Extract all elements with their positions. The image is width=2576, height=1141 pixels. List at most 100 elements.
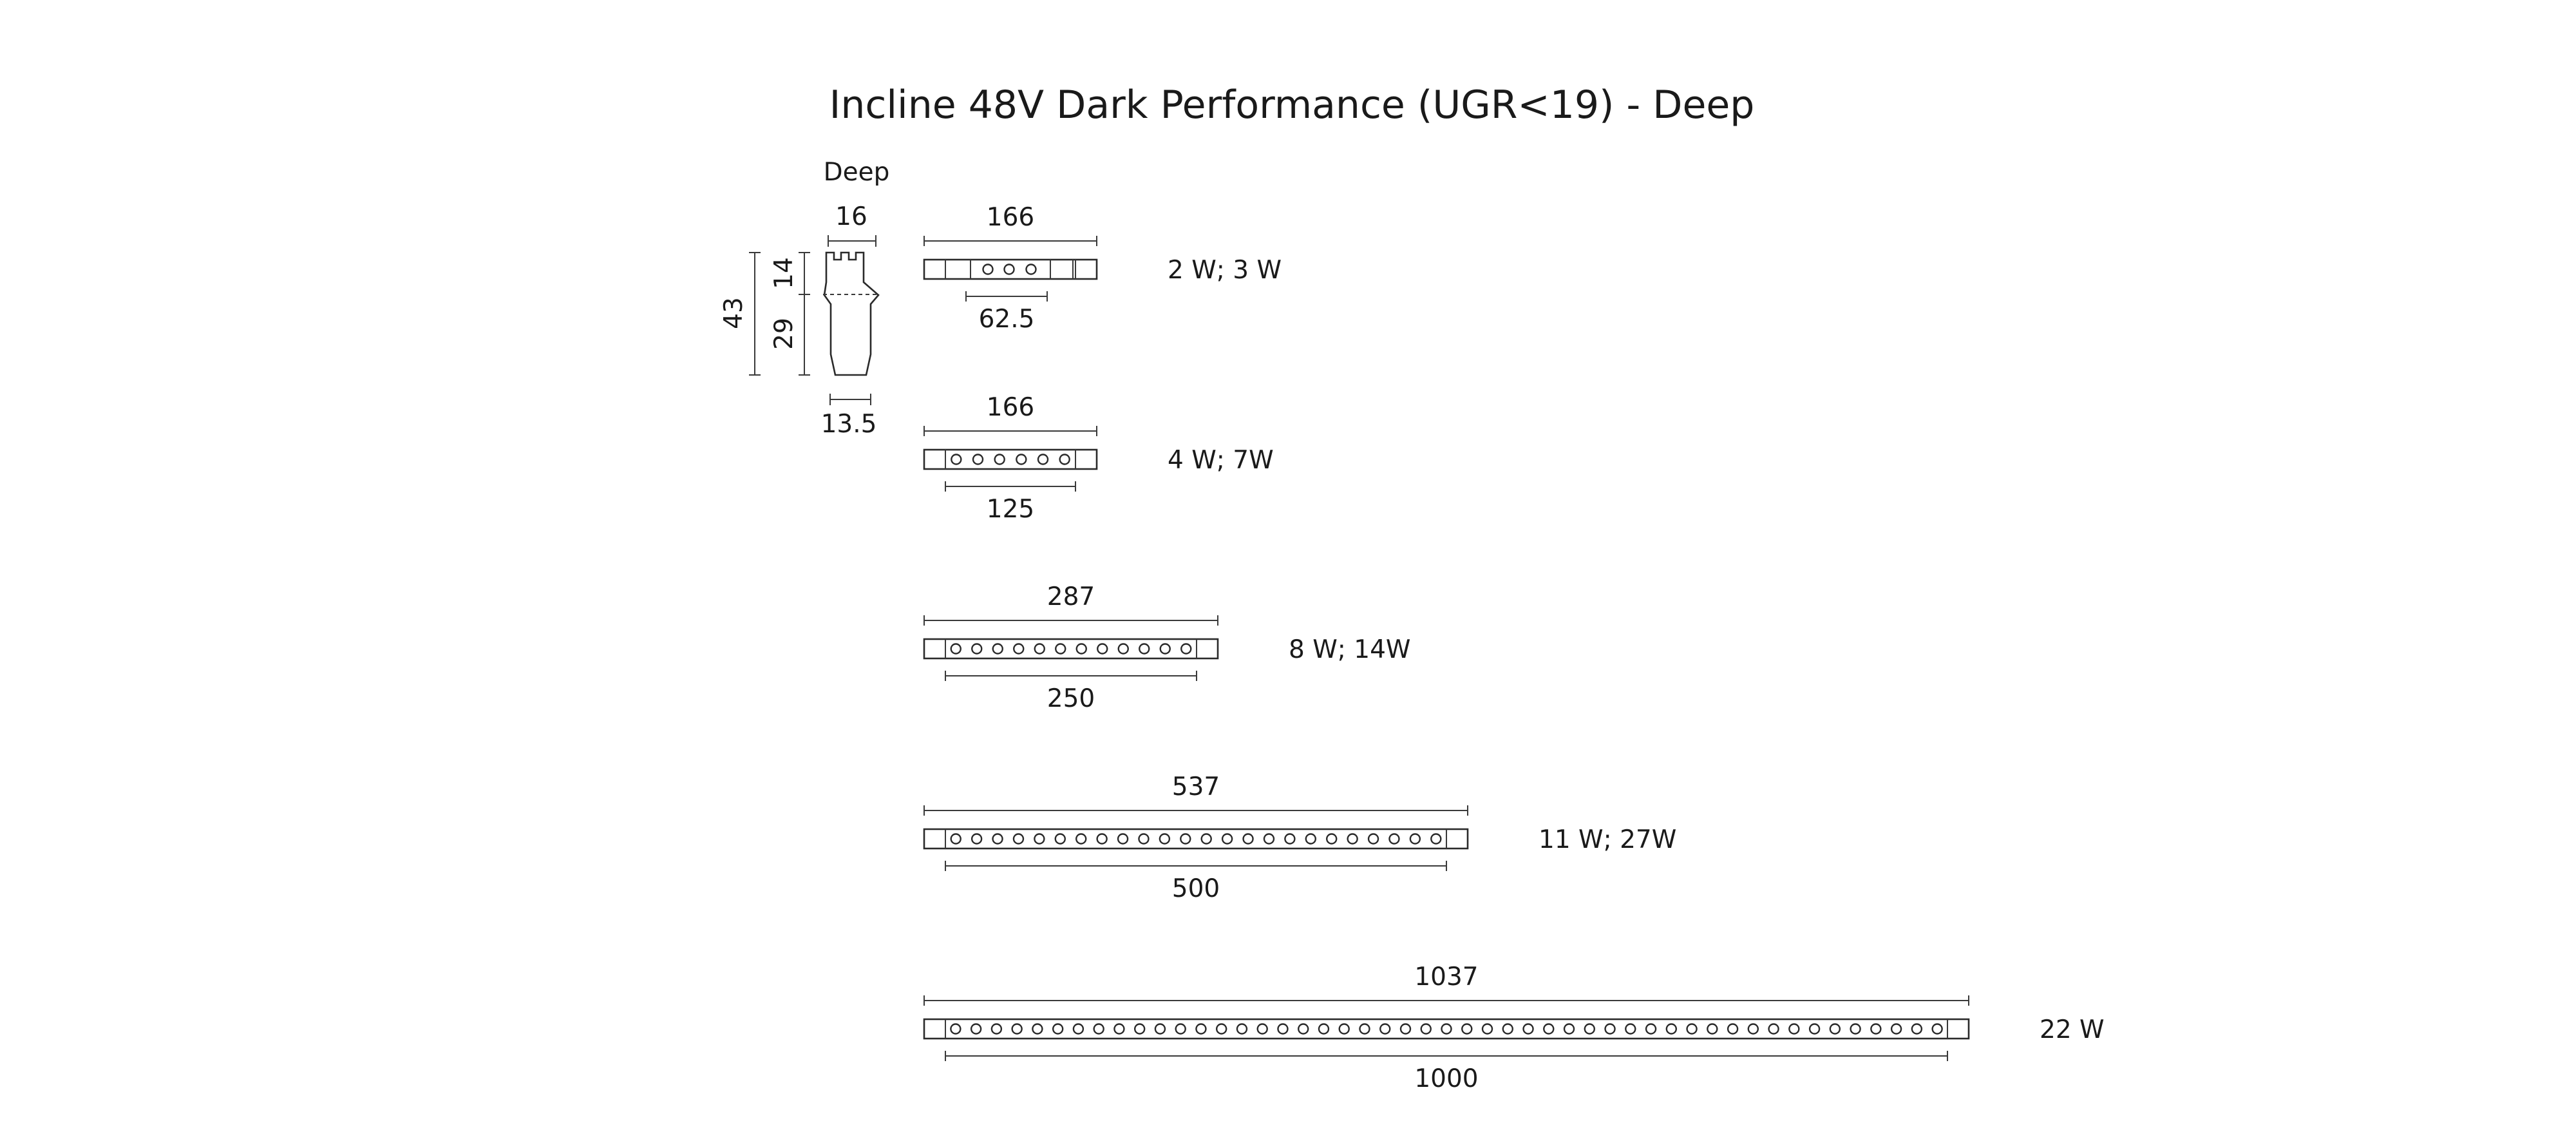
module-body xyxy=(923,258,1098,280)
led-dot xyxy=(1242,833,1254,845)
module-power: 8 W; 14W xyxy=(1289,635,1411,664)
led-dot xyxy=(1911,1023,1923,1035)
led-dot xyxy=(1850,1023,1861,1035)
led-dot xyxy=(1359,1023,1370,1035)
led-dot xyxy=(1326,833,1338,845)
led-dot xyxy=(1034,833,1045,845)
led-dot xyxy=(1522,1023,1534,1035)
module-length: 166 xyxy=(987,393,1034,422)
led-dot xyxy=(950,833,961,845)
led-dot xyxy=(1059,454,1070,465)
led-dot xyxy=(1012,833,1025,845)
led-dot xyxy=(1388,833,1400,845)
led-dot xyxy=(1305,833,1316,845)
led-dot xyxy=(982,264,994,275)
led-dot xyxy=(1159,833,1171,845)
led-dot xyxy=(1054,833,1066,845)
module-body xyxy=(923,828,1469,850)
led-dot xyxy=(1808,1023,1821,1035)
led-dot xyxy=(990,1023,1003,1035)
module-led-span: 62.5 xyxy=(979,305,1035,334)
led-dot xyxy=(1686,1023,1698,1035)
led-dot xyxy=(1113,1023,1125,1035)
led-dot xyxy=(1277,1023,1289,1035)
module-led-span: 125 xyxy=(987,495,1034,524)
led-dot xyxy=(1133,1023,1146,1035)
led-dot xyxy=(1318,1023,1330,1035)
led-dot xyxy=(1159,643,1171,655)
led-dot xyxy=(1604,1023,1616,1035)
led-dot xyxy=(1284,833,1296,845)
led-dot xyxy=(1037,454,1049,465)
profile-bottom-height: 29 xyxy=(770,318,799,350)
module-power: 22 W xyxy=(2040,1015,2105,1044)
led-dot xyxy=(950,1023,961,1035)
led-dot xyxy=(1367,833,1379,845)
led-dot xyxy=(1441,1023,1452,1035)
profile-top-width: 16 xyxy=(835,202,867,231)
profile-top-width-dimension: 16 xyxy=(828,202,876,247)
led-dot xyxy=(1117,643,1129,655)
led-dot xyxy=(994,454,1005,465)
led-dot xyxy=(1409,833,1421,845)
led-dot xyxy=(1399,1023,1412,1035)
led-dot xyxy=(1481,1023,1493,1035)
led-dot xyxy=(992,833,1003,845)
led-dot xyxy=(1236,1023,1248,1035)
led-dot xyxy=(1025,264,1037,275)
led-dot xyxy=(992,643,1003,655)
profile-section: Deep 16 13.5 43 14 xyxy=(719,158,889,439)
led-dot xyxy=(1180,643,1192,655)
led-dot xyxy=(1379,1023,1391,1035)
led-dot xyxy=(1543,1023,1555,1035)
led-dot xyxy=(1175,1023,1186,1035)
led-dot xyxy=(1420,1023,1432,1035)
module-led-span: 500 xyxy=(1172,874,1220,903)
led-dot xyxy=(1430,833,1442,845)
led-dot xyxy=(1055,643,1066,655)
led-dot xyxy=(1221,833,1233,845)
led-dot xyxy=(1768,1023,1779,1035)
led-dot xyxy=(1097,643,1108,655)
led-dot xyxy=(1890,1023,1902,1035)
profile-bottom-width: 13.5 xyxy=(821,410,877,439)
led-dot xyxy=(1075,833,1087,845)
led-dot xyxy=(1011,1023,1023,1035)
profile-total-height-dimension: 43 xyxy=(719,252,761,376)
profile-total-height: 43 xyxy=(719,297,748,329)
led-dot xyxy=(1665,1023,1678,1035)
led-dot xyxy=(1347,833,1358,845)
led-dot xyxy=(1707,1023,1718,1035)
drawing-title: Incline 48V Dark Performance (UGR<19) - … xyxy=(829,82,1755,128)
led-dot xyxy=(1154,1023,1166,1035)
led-dot xyxy=(1032,1023,1043,1035)
led-dot xyxy=(1052,1023,1064,1035)
module-body xyxy=(923,638,1219,660)
profile-cross-section xyxy=(823,251,880,376)
led-dot xyxy=(1870,1023,1882,1035)
led-dot xyxy=(1829,1023,1841,1035)
led-dot xyxy=(1338,1023,1350,1035)
led-dot xyxy=(1584,1023,1595,1035)
led-dot xyxy=(1075,643,1087,655)
led-dot xyxy=(1016,454,1027,465)
led-dot xyxy=(971,643,983,655)
module-led-span: 250 xyxy=(1047,684,1095,713)
led-dot xyxy=(1502,1023,1513,1035)
led-dot xyxy=(1034,643,1045,655)
led-dot xyxy=(1195,1023,1207,1035)
led-dot xyxy=(1256,1023,1268,1035)
module-power: 11 W; 27W xyxy=(1539,825,1676,854)
led-dot xyxy=(1788,1023,1800,1035)
module-power: 2 W; 3 W xyxy=(1168,256,1282,285)
led-dot xyxy=(1563,1023,1575,1035)
led-dot xyxy=(971,833,983,845)
led-dot xyxy=(1072,1023,1084,1035)
profile-label: Deep xyxy=(824,158,890,187)
led-dot xyxy=(1200,833,1212,845)
